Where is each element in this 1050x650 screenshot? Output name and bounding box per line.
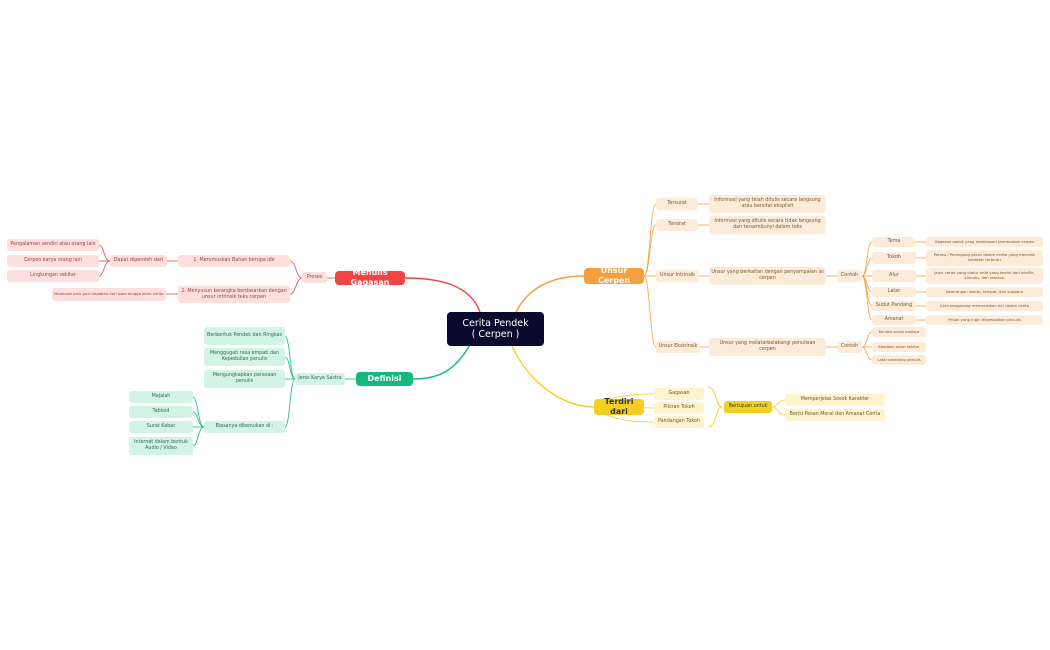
terdiri-part[interactable]: Pandangan Tokoh bbox=[654, 416, 704, 428]
media-item[interactable]: Internet dalam bentuk Audio / Video bbox=[129, 437, 193, 455]
unsur-intrinsik[interactable]: Unsur Intrinsik bbox=[656, 270, 699, 282]
terdiri-part[interactable]: Gagasan bbox=[654, 388, 704, 400]
intrinsik-desc-sudut-pandang[interactable]: Cara pengarang memosisikan diri dalam ce… bbox=[926, 301, 1043, 311]
menulis-dapat[interactable]: Dapat diperoleh dari bbox=[110, 255, 167, 267]
menulis-proses[interactable]: Proses bbox=[302, 272, 327, 283]
intrinsik-desc-tokoh[interactable]: Pelaku / Pemegang peran dalam cerita yan… bbox=[926, 250, 1043, 266]
intrinsik-contoh[interactable]: Contoh bbox=[837, 270, 862, 282]
terdiri-bertujuan[interactable]: Bertujuan untuk bbox=[724, 401, 772, 413]
link-center-definisi bbox=[412, 344, 471, 380]
unsur-tersurat-desc[interactable]: Informasi yang telah ditulis secara lang… bbox=[709, 195, 826, 213]
intrinsik-item-sudut-pandang[interactable]: Sudut Pandang bbox=[872, 301, 916, 311]
trait-item[interactable]: Berbentuk Pendek dan Ringkas bbox=[204, 327, 285, 345]
goal-item[interactable]: Memperjelas Sosok Karakter bbox=[785, 394, 885, 406]
branch-terdiri-dari[interactable]: Terdiri dari bbox=[594, 397, 644, 416]
menulis-step2-note[interactable]: Membuat poin-poin kejadian dari awal hin… bbox=[52, 288, 166, 301]
terdiri-part[interactable]: Pikiran Tokoh bbox=[654, 402, 704, 414]
menulis-step2[interactable]: 2. Menyusun kerangka berdasarkan dengan … bbox=[178, 286, 290, 303]
goal-item[interactable]: Berisi Pesan Moral dan Amanat Cerita bbox=[785, 409, 885, 421]
source-item[interactable]: Lingkungan sekitar bbox=[7, 270, 99, 282]
ekstrinsik-item[interactable]: Keadaan alam sekitar bbox=[872, 342, 926, 352]
intrinsik-item-alur[interactable]: Alur bbox=[872, 270, 916, 282]
intrinsik-desc-alur[interactable]: Jalan cerita yang diatur teliti yang ter… bbox=[926, 268, 1043, 284]
intrinsik-desc-latar[interactable]: Keterangan waktu, tempat, dan suasana bbox=[926, 287, 1043, 297]
branch-unsur-cerpen[interactable]: Unsur Cerpen bbox=[584, 266, 644, 285]
definisi-biasanya[interactable]: Biasanya ditemukan di : bbox=[204, 421, 285, 433]
unsur-intrinsik-desc[interactable]: Unsur yang berkaitan dengan penyampaian … bbox=[709, 267, 826, 285]
ekstrinsik-item[interactable]: Latar belakang penulis bbox=[872, 355, 926, 365]
trait-item[interactable]: Mengungkapkan perasaan penulis bbox=[204, 370, 285, 388]
definisi-jenis[interactable]: Jenis Karya Sastra bbox=[295, 373, 345, 385]
brace bbox=[707, 386, 723, 428]
intrinsik-desc-amanat[interactable]: Pesan yang ingin disampaikan penulis bbox=[926, 315, 1043, 325]
unsur-tersurat[interactable]: Tersurat bbox=[656, 198, 698, 210]
link-center-unsur bbox=[515, 275, 585, 313]
menulis-step1[interactable]: 1. Merumuskan Bahan berupa ide bbox=[178, 255, 290, 267]
link-center-terdiri bbox=[511, 345, 595, 408]
media-item[interactable]: Surat Kabar bbox=[129, 421, 193, 433]
unsur-tersirat[interactable]: Tersirat bbox=[656, 219, 698, 231]
central-topic[interactable]: Cerita Pendek ( Cerpen ) bbox=[447, 312, 544, 346]
intrinsik-item-amanat[interactable]: Amanat bbox=[872, 315, 916, 325]
branch-definisi[interactable]: Definisi bbox=[356, 372, 413, 386]
intrinsik-item-tokoh[interactable]: Tokoh bbox=[872, 252, 916, 264]
source-item[interactable]: Pengalaman sendiri atau orang lain bbox=[7, 239, 99, 251]
trait-item[interactable]: Menggugah rasa empati dan Kepedulian pen… bbox=[204, 348, 285, 366]
intrinsik-item-latar[interactable]: Latar bbox=[872, 287, 916, 297]
branch-menulis-gagasan[interactable]: Menulis Gagasan bbox=[335, 268, 405, 287]
intrinsik-desc-tema[interactable]: Gagasan pokok yang membasari pembuatan c… bbox=[926, 237, 1043, 247]
source-item[interactable]: Cerpen karya orang lain bbox=[7, 255, 99, 267]
intrinsik-item-tema[interactable]: Tema bbox=[872, 237, 916, 247]
link-center-menulis bbox=[404, 277, 481, 313]
unsur-tersirat-desc[interactable]: Informasi yang ditulis secara tidak lang… bbox=[709, 216, 826, 234]
unsur-ekstrinsik-desc[interactable]: Unsur yang melatarbelakangi penulisan ce… bbox=[709, 338, 826, 356]
ekstrinsik-contoh[interactable]: Contoh bbox=[837, 341, 862, 353]
unsur-ekstrinsik[interactable]: Unsur Ekstrinsik bbox=[656, 341, 700, 353]
ekstrinsik-item[interactable]: Kondisi sosial budaya bbox=[872, 327, 926, 337]
media-item[interactable]: Tabloid bbox=[129, 406, 193, 418]
media-item[interactable]: Majalah bbox=[129, 391, 193, 403]
